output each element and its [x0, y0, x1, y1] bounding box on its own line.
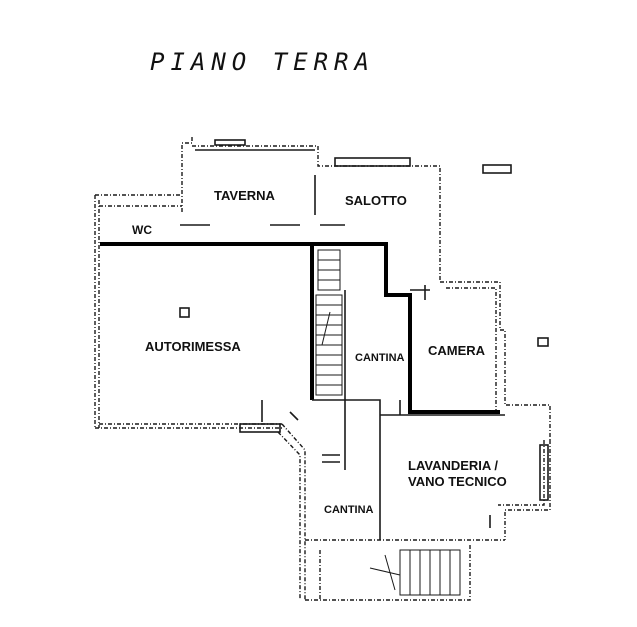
room-label-wc: WC: [132, 223, 152, 237]
bold-walls: [100, 242, 500, 414]
central-stair: [315, 249, 343, 396]
inner-partitions: [180, 224, 505, 540]
door-marks: [261, 285, 491, 528]
room-label-cantina-upper: CANTINA: [355, 352, 405, 364]
plan-title: PIANO TERRA: [150, 48, 375, 76]
room-label-taverna: TAVERNA: [214, 188, 276, 203]
room-label-cantina-lower: CANTINA: [324, 504, 374, 516]
room-label-camera: CAMERA: [428, 343, 486, 358]
outer-walls: [94, 135, 551, 601]
room-label-vano-tecnico: VANO TECNICO: [408, 474, 507, 489]
room-label-salotto: SALOTTO: [345, 193, 407, 208]
room-label-lavanderia: LAVANDERIA /: [408, 458, 498, 473]
bottom-stair: [369, 549, 461, 596]
room-label-autorimessa: AUTORIMESSA: [145, 339, 241, 354]
